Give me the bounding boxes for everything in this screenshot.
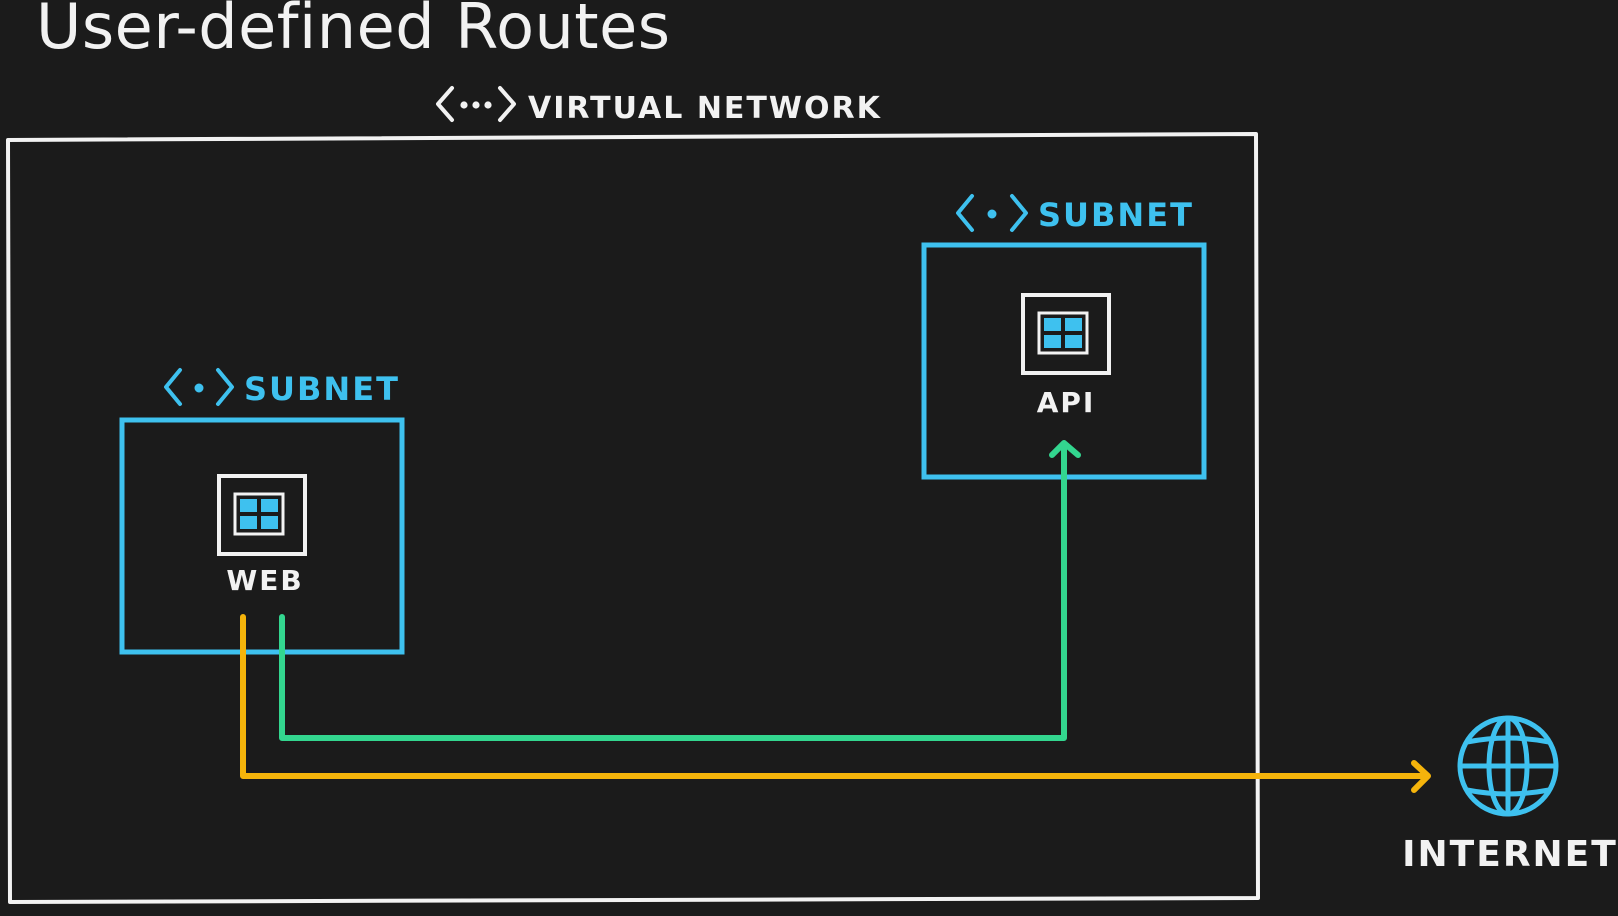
virtual-network-label-group: VIRTUAL NETWORK [436,86,882,126]
code-brackets-icon [164,368,234,406]
virtual-machine-icon [217,474,307,556]
subnet-web: SUBNET WEB [119,368,405,655]
route-web-to-internet [240,614,1431,793]
web-vm-label: WEB [226,564,303,597]
subnet-boundary [119,417,405,655]
subnet-label: SUBNET [1038,196,1194,234]
internet-node: INTERNET [1402,715,1618,875]
virtual-machine-icon [1021,293,1111,375]
page-title: User-defined Routes [36,0,671,63]
route-line [240,614,1429,779]
route-line [279,443,1067,741]
code-brackets-icon [436,86,516,122]
code-brackets-icon [956,194,1028,232]
api-vm-label: API [1037,386,1096,419]
subnet-api: SUBNET API [921,194,1207,480]
internet-label: INTERNET [1402,834,1618,875]
route-web-to-api [279,440,1081,741]
virtual-network-boundary [6,132,1260,904]
globe-icon [1457,715,1559,817]
arrow-head [1049,440,1081,458]
subnet-label: SUBNET [244,370,400,408]
arrow-head [1411,760,1431,793]
virtual-network-label: VIRTUAL NETWORK [528,91,882,126]
